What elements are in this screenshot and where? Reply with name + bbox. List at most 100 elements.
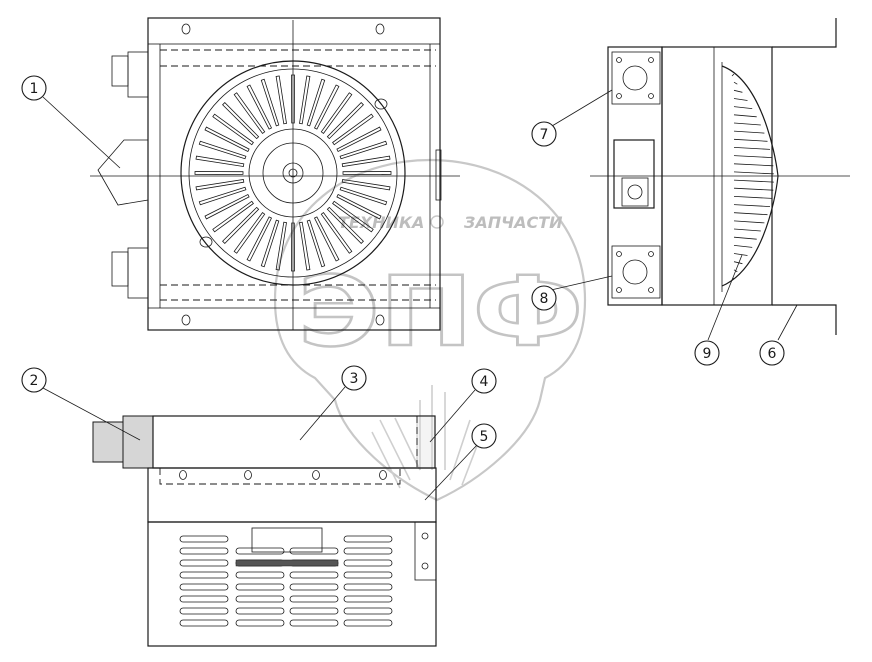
vent-slot: [235, 595, 285, 603]
fan-slot: [299, 221, 311, 271]
fan-slot: [198, 140, 247, 160]
fan-slot: [336, 126, 382, 153]
fan-slot: [195, 155, 245, 167]
vent-slot: [179, 583, 229, 591]
fan-fin: [733, 89, 743, 93]
vent-slot: [289, 547, 339, 555]
fan-slot: [233, 212, 266, 254]
vent-slot: [343, 607, 393, 615]
vent-slot: [289, 619, 339, 627]
vent-slot: [179, 559, 229, 567]
mount-hole: [312, 470, 320, 480]
vent-slot: [179, 619, 229, 627]
vent-slot: [343, 559, 393, 567]
callout-2: 2: [21, 367, 47, 393]
fan-slot: [339, 140, 388, 160]
fan-slot: [332, 113, 374, 146]
fan-fin: [733, 114, 757, 118]
callout-4: 4: [471, 368, 497, 394]
fan-fin: [733, 212, 768, 216]
svg-text:4: 4: [480, 374, 489, 390]
fan-fin: [733, 253, 748, 256]
vent-slot: [235, 571, 285, 579]
fan-slot: [306, 219, 326, 268]
fan-fin: [733, 196, 772, 199]
fan-slot: [195, 179, 245, 191]
callout-9: 9: [694, 340, 720, 366]
fan-fin: [733, 245, 753, 248]
callout-7: 7: [531, 121, 557, 147]
front-view: [90, 17, 460, 331]
vent-slot: [235, 619, 285, 627]
fan-slot: [212, 200, 254, 233]
fan-slot: [204, 193, 250, 220]
fan-fin: [733, 204, 771, 207]
svg-text:3: 3: [350, 371, 359, 387]
vent-slot: [289, 583, 339, 591]
callout-1: 1: [21, 75, 47, 101]
fan-slot: [198, 186, 247, 206]
fan-fin: [733, 130, 765, 134]
fan-fin: [733, 171, 774, 175]
mount-hole: [244, 470, 252, 480]
vent-slot: [179, 571, 229, 579]
fan-fin: [733, 228, 761, 232]
fan-fin: [733, 220, 765, 224]
fan-fins: [731, 73, 774, 281]
fan-slot: [332, 200, 374, 233]
vent-slot: [343, 571, 393, 579]
fan-fin: [731, 73, 735, 77]
fan-fin: [733, 187, 774, 191]
callout-5: 5: [471, 423, 497, 449]
fan-slot: [341, 155, 391, 167]
callout-6: 6: [759, 340, 785, 366]
fan-slot: [342, 171, 392, 175]
gear-icon: [430, 215, 444, 229]
fan-slot: [336, 193, 382, 220]
watermark-text-right: ЗАПЧАСТИ: [463, 213, 563, 232]
vent-slot: [289, 607, 339, 615]
vent-slot: [343, 619, 393, 627]
fan-slot: [320, 212, 353, 254]
vent-slot: [343, 547, 393, 555]
fan-slot: [275, 221, 287, 271]
leader-lines: [42, 89, 798, 501]
vent-slot: [235, 547, 285, 555]
svg-text:9: 9: [703, 346, 712, 362]
fan-slot: [260, 78, 280, 127]
svg-text:8: 8: [540, 291, 549, 307]
fan-slot: [212, 113, 254, 146]
vent-grille: [179, 535, 393, 627]
fan-slot: [326, 206, 364, 244]
fan-slot: [320, 92, 353, 134]
mount-hole: [379, 470, 387, 480]
fan-slot: [246, 84, 273, 130]
fan-slot: [291, 74, 295, 124]
fan-fin: [733, 81, 738, 85]
fan-fin: [733, 261, 743, 265]
svg-text:7: 7: [540, 127, 549, 143]
fan-fin: [733, 122, 761, 126]
fan-slot: [275, 75, 287, 125]
fan-fin: [733, 138, 768, 142]
fan-slot: [204, 126, 250, 153]
fan-slot: [341, 179, 391, 191]
vent-slot: [289, 595, 339, 603]
fan-fin: [733, 147, 771, 150]
callout-3: 3: [341, 365, 367, 391]
svg-text:2: 2: [30, 373, 39, 389]
vent-slot: [179, 607, 229, 615]
mount-hole: [179, 470, 187, 480]
fan-slot: [260, 219, 280, 268]
fan-fin: [733, 236, 757, 240]
fan-fin: [733, 98, 748, 101]
fan-slot: [291, 222, 295, 272]
fan-fin: [733, 106, 753, 109]
fan-slot: [299, 75, 311, 125]
fan-fin: [733, 155, 772, 158]
fan-slot: [313, 216, 340, 262]
fan-slot: [222, 102, 260, 140]
fan-fin: [733, 163, 774, 167]
fan-fin: [733, 179, 774, 183]
